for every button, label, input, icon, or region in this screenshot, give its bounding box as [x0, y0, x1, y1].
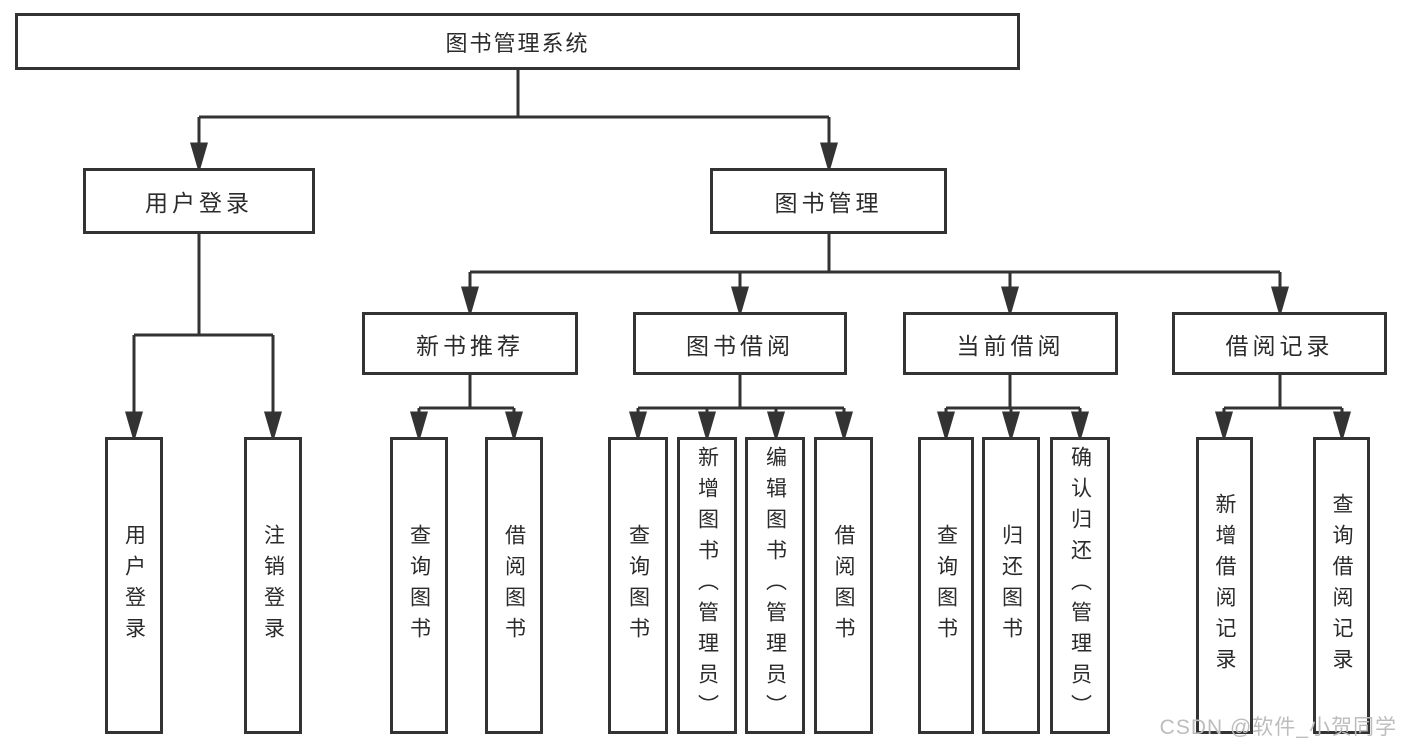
node-book-management: 图书管理 [710, 168, 947, 234]
node-current-confirm-return-admin: 确认归还（管理员） [1050, 437, 1110, 734]
node-recommend-borrow-books: 借阅图书 [485, 437, 543, 734]
node-records-query-record-label: 查询借阅记录 [1330, 492, 1353, 679]
node-book-management-label: 图书管理 [774, 190, 883, 216]
node-current-confirm-return-admin-label: 确认归还（管理员） [1068, 446, 1092, 725]
node-logout-label: 注销登录 [261, 523, 285, 648]
connector-book-management-to-level3 [461, 234, 1289, 318]
node-login: 用户登录 [105, 437, 163, 734]
connector-recommendation-to-children [410, 375, 523, 443]
csdn-watermark: CSDN @软件_小贺同学 [1159, 716, 1397, 739]
node-login-label: 用户登录 [122, 523, 146, 648]
node-borrow-add-books-admin-label: 新增图书（管理员） [695, 446, 719, 725]
node-records-add-record: 新增借阅记录 [1196, 437, 1253, 734]
connector-borrowing-to-children [629, 375, 853, 443]
node-book-borrowing: 图书借阅 [633, 312, 847, 375]
connector-records-to-children [1215, 375, 1351, 443]
node-borrow-query-books-label: 查询图书 [626, 523, 650, 648]
node-root-label: 图书管理系统 [445, 30, 590, 56]
node-borrow-borrow-books-label: 借阅图书 [832, 523, 855, 648]
connector-user-login-to-children [125, 234, 282, 443]
node-records-query-record: 查询借阅记录 [1313, 437, 1370, 734]
node-borrowing-records: 借阅记录 [1172, 312, 1387, 375]
node-borrow-edit-books-admin: 编辑图书（管理员） [745, 437, 805, 734]
node-recommend-query-books-label: 查询图书 [407, 523, 431, 648]
node-new-book-recommendation-label: 新书推荐 [416, 332, 524, 359]
node-recommend-query-books: 查询图书 [390, 437, 448, 734]
node-current-borrowing: 当前借阅 [903, 312, 1118, 375]
node-root: 图书管理系统 [15, 13, 1020, 70]
node-borrowing-records-label: 借阅记录 [1225, 332, 1334, 359]
node-borrow-query-books: 查询图书 [608, 437, 668, 734]
node-book-borrowing-label: 图书借阅 [686, 332, 794, 359]
node-current-query-books: 查询图书 [918, 437, 974, 734]
node-recommend-borrow-books-label: 借阅图书 [502, 523, 526, 648]
node-borrow-borrow-books: 借阅图书 [814, 437, 873, 734]
node-borrow-add-books-admin: 新增图书（管理员） [677, 437, 737, 734]
node-current-return-books: 归还图书 [982, 437, 1040, 734]
connector-current-to-children [937, 375, 1089, 443]
node-logout: 注销登录 [244, 437, 302, 734]
node-user-login-label: 用户登录 [145, 190, 253, 216]
node-current-borrowing-label: 当前借阅 [956, 332, 1065, 359]
node-borrow-edit-books-admin-label: 编辑图书（管理员） [763, 446, 787, 725]
node-new-book-recommendation: 新书推荐 [362, 312, 578, 375]
node-user-login: 用户登录 [83, 168, 315, 234]
connector-root-to-level2 [190, 70, 838, 174]
node-current-return-books-label: 归还图书 [999, 523, 1023, 648]
node-current-query-books-label: 查询图书 [934, 523, 958, 648]
node-records-add-record-label: 新增借阅记录 [1213, 492, 1236, 679]
